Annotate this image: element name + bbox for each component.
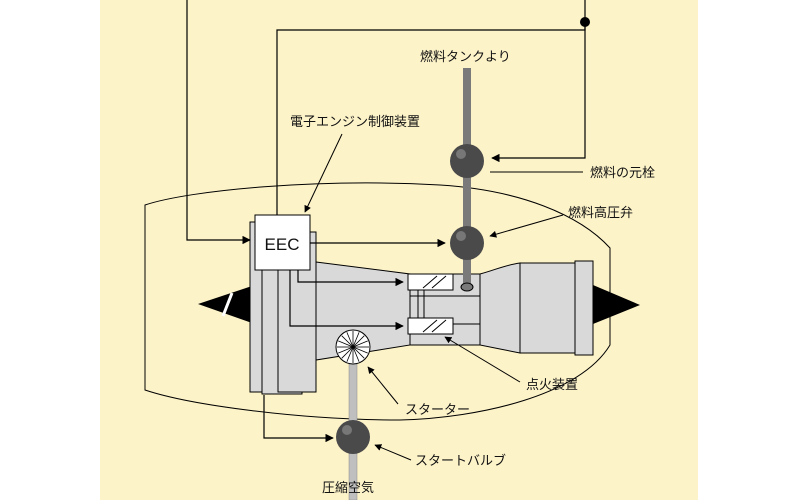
label-eec-full-name: 電子エンジン制御装置 xyxy=(290,115,420,130)
starter-fan-spoke xyxy=(341,335,354,348)
leader-line xyxy=(489,214,564,238)
starter-fan-spoke xyxy=(341,346,354,359)
starter-fan-spoke xyxy=(346,346,354,362)
valve-icon[interactable] xyxy=(450,226,484,260)
control-line xyxy=(276,0,586,215)
leader-line xyxy=(304,133,343,213)
starter-fan-spoke xyxy=(338,340,354,348)
eec-label: EEC xyxy=(265,235,300,254)
label-fuel-shutoff-valve: 燃料の元栓 xyxy=(590,165,655,181)
front-spinner xyxy=(198,286,252,323)
control-line xyxy=(186,0,251,245)
label-igniter: 点火装置 xyxy=(526,378,578,393)
spark-plug-icon xyxy=(407,273,454,335)
label-starter: スターター xyxy=(405,403,470,418)
fuel-nozzle xyxy=(460,282,474,292)
leader-line xyxy=(444,336,521,383)
valve-highlight xyxy=(456,231,466,241)
nacelle-outline xyxy=(144,182,611,421)
valve-icon[interactable] xyxy=(336,420,370,454)
eec-box[interactable] xyxy=(254,214,311,271)
label-start-valve: スタートバルブ xyxy=(415,453,506,469)
leader-line xyxy=(374,444,412,461)
starter-fan-spoke xyxy=(338,346,354,354)
starter-fan-icon xyxy=(335,329,371,365)
control-line xyxy=(297,270,404,287)
exhaust-cone xyxy=(593,285,640,324)
diagram-background xyxy=(100,0,698,500)
label-compressed-air: 圧縮空気 xyxy=(322,480,374,496)
turbine-disc xyxy=(519,262,576,354)
control-line xyxy=(491,22,586,163)
starter-fan-spoke xyxy=(352,346,360,362)
label-fuel-pressure-valve: 燃料高圧弁 xyxy=(568,205,633,221)
leader-line xyxy=(367,366,399,405)
starter-fan-spoke xyxy=(352,346,365,359)
valve-highlight xyxy=(342,425,352,435)
exhaust-ring xyxy=(574,260,594,356)
starter-fan-spoke xyxy=(352,346,368,354)
turbine-section xyxy=(479,262,521,354)
starter-fan-spoke xyxy=(352,340,368,348)
starter-fan-spoke xyxy=(352,335,365,348)
control-line xyxy=(289,270,404,331)
valve-highlight xyxy=(456,149,466,159)
starter-fan-spoke xyxy=(352,332,360,348)
label-fuel-from-tank: 燃料タンクより xyxy=(420,49,511,65)
starter-fan-spoke xyxy=(346,332,354,348)
valve-icon[interactable] xyxy=(450,144,484,178)
control-line xyxy=(263,395,334,443)
spinner-highlight xyxy=(221,292,234,317)
